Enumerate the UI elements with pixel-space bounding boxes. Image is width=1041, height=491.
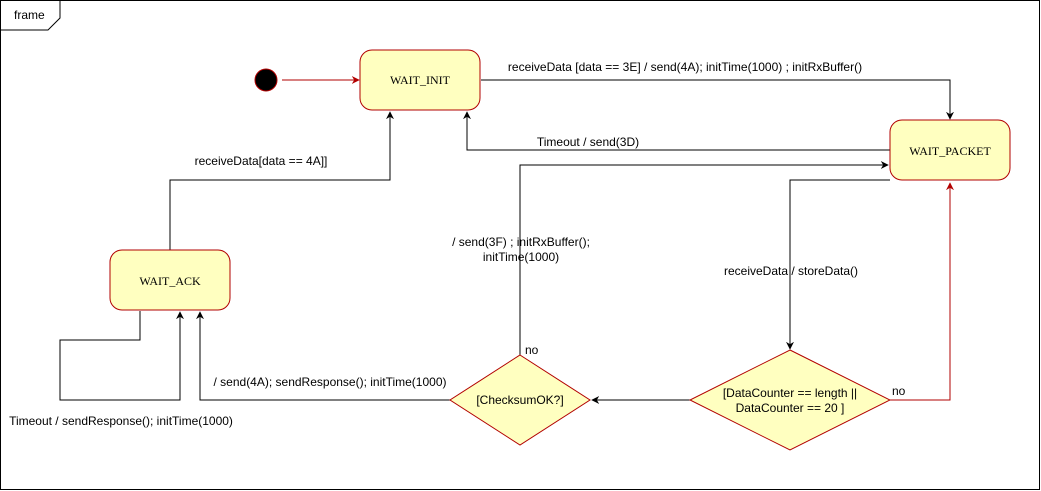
edge-wait-ack-timeout bbox=[59, 311, 184, 401]
frame-label: frame bbox=[14, 8, 45, 22]
label-receive-store: receiveData / storeData() bbox=[724, 264, 858, 278]
edge-length-no bbox=[890, 182, 954, 401]
state-wait-packet[interactable]: WAIT_PACKET bbox=[889, 119, 1011, 181]
decision-checksum[interactable]: [ChecksumOK?] bbox=[449, 354, 591, 446]
state-wait-init-label: WAIT_INIT bbox=[390, 73, 451, 87]
label-checksum-no: no bbox=[525, 343, 539, 357]
state-wait-init[interactable]: WAIT_INIT bbox=[359, 49, 481, 111]
label-checksum-fail-line-2: initTime(1000) bbox=[483, 250, 559, 264]
state-wait-packet-label: WAIT_PACKET bbox=[909, 144, 991, 158]
frame-tab bbox=[0, 0, 61, 31]
label-ack-to-init: receiveData[data == 4A]] bbox=[195, 154, 328, 168]
edge-receive-store bbox=[786, 179, 890, 350]
decision-length-check-line-1: [DataCounter == length || bbox=[723, 386, 857, 400]
initial-state[interactable] bbox=[254, 68, 278, 92]
edge-checksum-ok bbox=[196, 311, 450, 401]
edge-wait-ack-to-wait-init bbox=[169, 111, 394, 250]
label-length-no: no bbox=[892, 384, 906, 398]
edge-wait-init-to-wait-packet bbox=[481, 79, 954, 120]
label-packet-timeout: Timeout / send(3D) bbox=[537, 135, 639, 149]
state-wait-ack-label: WAIT_ACK bbox=[139, 274, 201, 288]
decision-length-check-line-2: DataCounter == 20 ] bbox=[736, 401, 845, 415]
edge-wait-packet-timeout bbox=[463, 111, 890, 151]
label-init-to-packet: receiveData [data == 3E] / send(4A); ini… bbox=[508, 60, 862, 74]
label-checksum-fail-line-1: / send(3F) ; initRxBuffer(); bbox=[452, 235, 590, 249]
decision-checksum-label: [ChecksumOK?] bbox=[476, 393, 563, 407]
state-wait-ack[interactable]: WAIT_ACK bbox=[109, 249, 231, 311]
label-ack-timeout: Timeout / sendResponse(); initTime(1000) bbox=[9, 414, 233, 428]
label-checksum-ok: / send(4A); sendResponse(); initTime(100… bbox=[214, 375, 447, 389]
decision-length-check[interactable]: [DataCounter == length || DataCounter ==… bbox=[688, 349, 892, 451]
edge-checksum-fail bbox=[519, 161, 889, 355]
